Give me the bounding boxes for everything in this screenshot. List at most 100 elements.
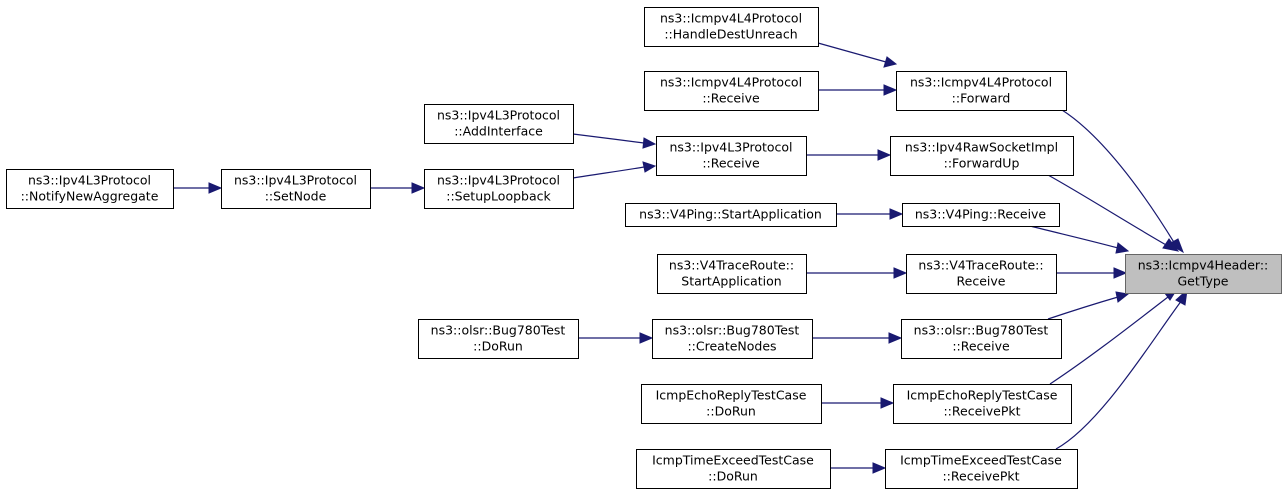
edge-arrowhead [411,182,426,194]
node-label-line: ::ReceivePkt [943,404,1020,419]
node-box [890,136,1074,176]
nodes-layer: ns3::Icmpv4Header::GetType ns3::Icmpv4L4P… [6,7,1282,489]
caller-node[interactable]: ns3::Icmpv4L4Protocol::Receive [644,71,819,111]
edge-arrowhead [883,84,898,96]
node-label-line: ::HandleDestUnreach [664,27,797,42]
node-label-line: ::SetNode [265,189,327,204]
caller-node[interactable]: ns3::V4TraceRoute::StartApplication [657,254,807,294]
focus-node: ns3::Icmpv4Header::GetType [1125,254,1282,294]
call-edge [1061,109,1184,254]
caller-node[interactable]: ns3::V4Ping::Receive [902,203,1060,227]
edge-arrowhead [883,56,898,68]
node-label-line: ::DoRun [473,339,523,354]
node-label-line: ns3::Icmpv4Header:: [1138,258,1269,273]
node-box [1125,254,1282,294]
node-label-line: ns3::V4Ping::StartApplication [639,207,822,222]
node-box [902,203,1060,227]
node-label-line: ::DoRun [706,404,756,419]
call-edge [806,149,892,161]
node-label-line: ::Receive [702,156,760,171]
node-box [424,104,574,144]
edge-arrowhead [208,182,223,194]
call-edge [806,267,908,279]
caller-node[interactable]: IcmpEchoReplyTestCase::ReceivePkt [893,384,1072,424]
call-edge [1049,288,1179,385]
node-label-line: IcmpEchoReplyTestCase [656,388,807,403]
caller-node[interactable]: IcmpTimeExceedTestCase::DoRun [636,449,831,489]
edge-arrowhead [893,267,908,279]
node-label-line: ns3::V4TraceRoute:: [669,258,794,273]
call-edge [811,332,903,344]
node-label-line: ::ReceivePkt [942,469,1019,484]
edge-arrowhead [888,332,903,344]
caller-node[interactable]: ns3::Ipv4RawSocketImpl::ForwardUp [890,136,1074,176]
node-label-line: ns3::Ipv4L3Protocol [437,108,560,123]
caller-node[interactable]: ns3::Icmpv4L4Protocol::Forward [896,71,1067,111]
caller-node[interactable]: ns3::Ipv4L3Protocol::SetNode [221,169,371,209]
node-label-line: ::SetupLoopback [446,189,551,204]
caller-node[interactable]: ns3::Ipv4L3Protocol::Receive [656,136,807,176]
caller-node[interactable]: ns3::Icmpv4L4Protocol::HandleDestUnreach [644,7,819,47]
node-label-line: ns3::Icmpv4L4Protocol [910,75,1052,90]
node-box [644,71,819,111]
node-box [656,136,807,176]
edge-arrowhead [880,397,895,409]
edge-line [1047,296,1119,320]
node-label-line: ::Receive [702,91,760,106]
node-label-line: ns3::Icmpv4L4Protocol [660,11,802,26]
caller-node[interactable]: ns3::olsr::Bug780Test::CreateNodes [652,319,813,359]
caller-node[interactable]: IcmpTimeExceedTestCase::ReceivePkt [885,449,1078,489]
caller-node[interactable]: ns3::Ipv4L3Protocol::AddInterface [424,104,574,144]
edge-arrowhead [889,208,904,220]
call-edge [821,397,895,409]
node-label-line: ns3::V4Ping::Receive [915,207,1047,222]
edge-line [572,166,645,179]
node-label-line: ns3::Icmpv4L4Protocol [660,75,802,90]
call-edge [1055,288,1188,450]
node-label-line: IcmpTimeExceedTestCase [900,453,1062,468]
call-edge [830,462,887,474]
edge-arrowhead [1115,291,1130,303]
caller-node[interactable]: IcmpEchoReplyTestCase::DoRun [641,384,822,424]
edge-arrowhead [1162,238,1180,252]
caller-node[interactable]: ns3::olsr::Bug780Test::DoRun [418,319,579,359]
call-edge [836,208,904,220]
call-edge [173,182,223,194]
call-edge [817,42,898,68]
edge-line [572,133,645,144]
node-box [418,319,579,359]
node-box [424,169,574,209]
node-label-line: ns3::olsr::Bug780Test [665,323,800,338]
node-box [6,169,174,209]
edges-layer [173,42,1188,474]
node-label-line: ::CreateNodes [687,339,776,354]
call-edge [572,133,657,149]
edge-arrowhead [642,161,657,173]
node-box [885,449,1078,489]
node-label-line: IcmpEchoReplyTestCase [907,388,1058,403]
node-label-line: ::Receive [952,339,1010,354]
caller-node[interactable]: ns3::Ipv4L3Protocol::NotifyNewAggregate [6,169,174,209]
node-box [901,319,1062,359]
caller-node[interactable]: ns3::V4Ping::StartApplication [625,203,837,227]
edge-line [1049,296,1169,385]
node-label-line: ns3::Ipv4L3Protocol [669,140,792,155]
caller-node[interactable]: ns3::Ipv4L3Protocol::SetupLoopback [424,169,574,209]
call-edge [1047,174,1180,252]
edge-arrowhead [1115,242,1130,254]
node-box [221,169,371,209]
edge-arrowhead [872,462,887,474]
call-edge [370,182,426,194]
caller-node[interactable]: ns3::V4TraceRoute::Receive [906,254,1057,294]
node-label-line: ::ForwardUp [944,156,1020,171]
node-label-line: ns3::V4TraceRoute:: [918,258,1043,273]
node-label-line: IcmpTimeExceedTestCase [652,453,814,468]
edge-arrowhead [642,137,657,149]
node-box [896,71,1067,111]
edge-line [1029,225,1119,249]
call-edge [1047,291,1130,320]
node-box [644,7,819,47]
edge-line [1047,174,1169,247]
caller-node[interactable]: ns3::olsr::Bug780Test::Receive [901,319,1062,359]
